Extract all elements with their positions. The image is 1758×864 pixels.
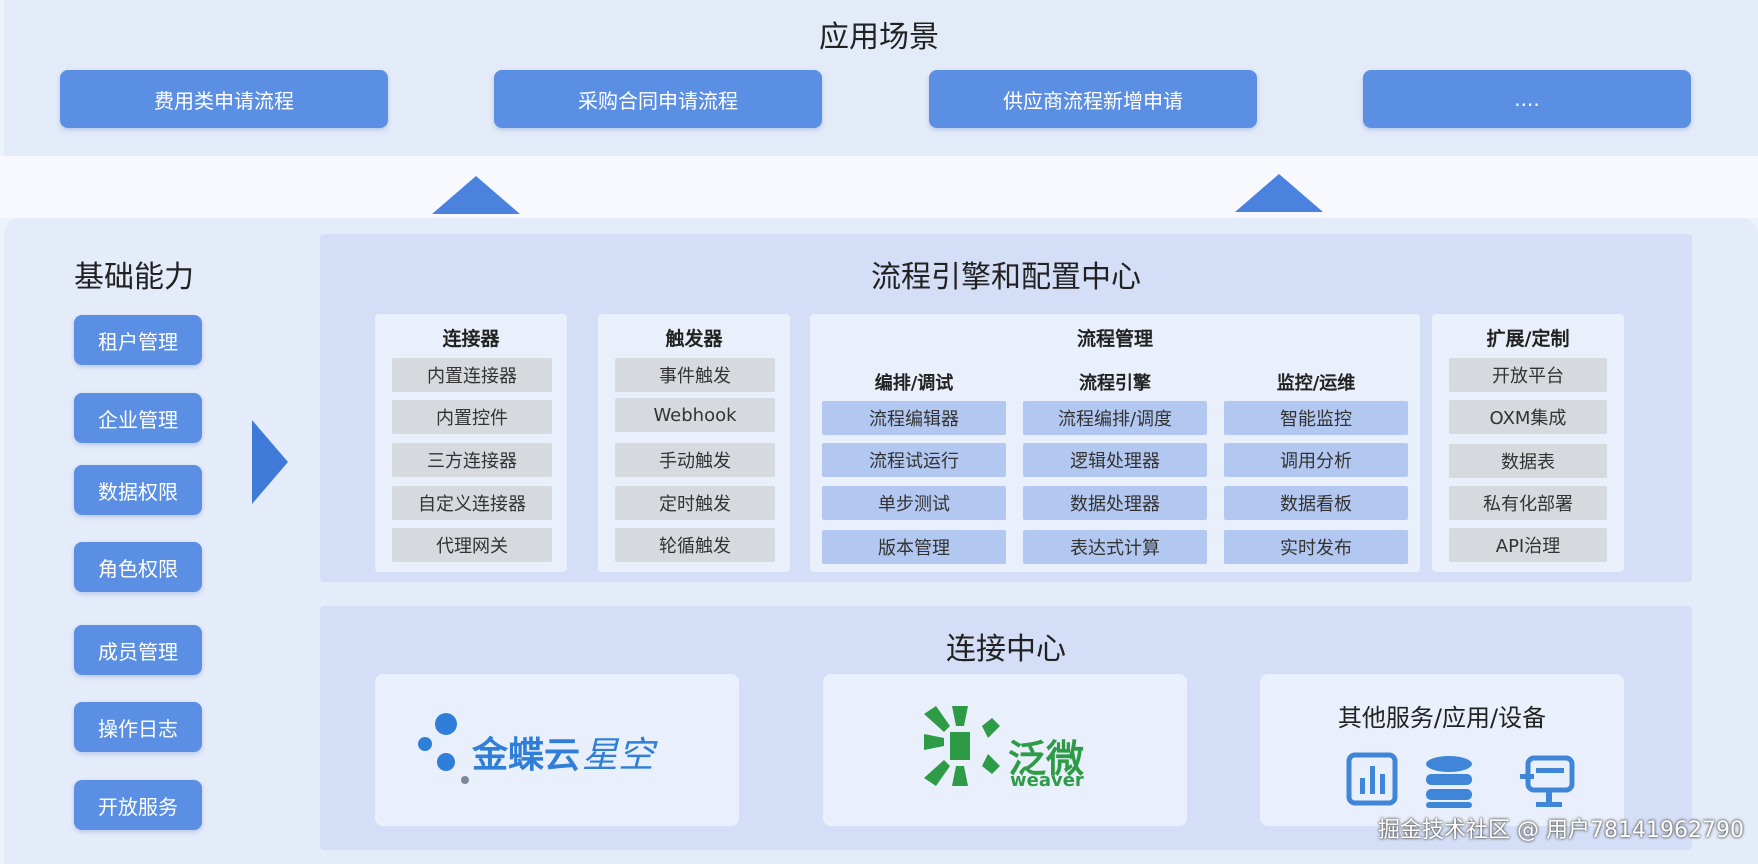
base-item[interactable]: 租户管理: [74, 315, 202, 365]
base-item[interactable]: 数据权限: [74, 465, 202, 515]
up-arrow-icon: [432, 176, 520, 214]
connector-item[interactable]: 三方连接器: [392, 443, 552, 477]
process-item[interactable]: 流程编辑器: [822, 401, 1006, 435]
trigger-title: 触发器: [665, 328, 723, 350]
process-group-title: 监控/运维: [1276, 373, 1356, 394]
process-item[interactable]: 表达式计算: [1023, 530, 1207, 564]
connector-item[interactable]: 内置控件: [392, 400, 552, 434]
base-title: 基础能力: [74, 260, 194, 295]
scenario-item[interactable]: 采购合同申请流程: [494, 70, 822, 128]
kingdee-name: 金蝶云: [472, 735, 581, 776]
connector-item[interactable]: 自定义连接器: [392, 486, 552, 520]
process-title: 流程管理: [1076, 328, 1153, 350]
extend-item[interactable]: API治理: [1449, 528, 1607, 562]
scenario-item[interactable]: 费用类申请流程: [60, 70, 388, 128]
process-item[interactable]: 智能监控: [1224, 401, 1408, 435]
connector-item[interactable]: 内置连接器: [392, 358, 552, 392]
up-arrow-icon: [1235, 174, 1323, 212]
base-item[interactable]: 成员管理: [74, 625, 202, 675]
other-card[interactable]: [1260, 674, 1624, 826]
process-item[interactable]: 单步测试: [822, 486, 1006, 520]
connector-title: 连接器: [442, 328, 500, 350]
weaver-name: 泛微: [1008, 737, 1085, 781]
kingdee-card[interactable]: [375, 674, 739, 826]
process-group-title: 流程引擎: [1079, 373, 1151, 394]
kingdee-logo-icon: [418, 713, 469, 784]
process-item[interactable]: 数据处理器: [1023, 486, 1207, 520]
trigger-item[interactable]: 定时触发: [615, 486, 775, 520]
watermark-text: 掘金技术社区 @ 用户78141962790: [1378, 818, 1744, 843]
weaver-logo-icon: [924, 706, 1000, 786]
scenario-item[interactable]: ....: [1363, 70, 1691, 128]
engine-title: 流程引擎和配置中心: [871, 260, 1141, 295]
process-item[interactable]: 数据看板: [1224, 486, 1408, 520]
extend-title: 扩展/定制: [1486, 328, 1570, 350]
trigger-item[interactable]: 事件触发: [615, 358, 775, 392]
base-item[interactable]: 操作日志: [74, 702, 202, 752]
scenario-item[interactable]: 供应商流程新增申请: [929, 70, 1257, 128]
process-item[interactable]: 版本管理: [822, 530, 1006, 564]
extend-item[interactable]: 私有化部署: [1449, 486, 1607, 520]
connect-title: 连接中心: [946, 632, 1066, 667]
base-item[interactable]: 企业管理: [74, 393, 202, 443]
other-title: 其他服务/应用/设备: [1337, 704, 1547, 732]
process-item[interactable]: 调用分析: [1224, 443, 1408, 477]
extend-item[interactable]: 开放平台: [1449, 358, 1607, 392]
right-arrow-icon: [252, 420, 288, 504]
weaver-sub: weaver: [1010, 770, 1084, 791]
process-item[interactable]: 流程编排/调度: [1023, 401, 1207, 435]
base-item[interactable]: 开放服务: [74, 780, 202, 830]
base-item[interactable]: 角色权限: [74, 542, 202, 592]
extend-item[interactable]: OXM集成: [1449, 400, 1607, 434]
process-item[interactable]: 流程试运行: [822, 443, 1006, 477]
scenario-title: 应用场景: [819, 20, 939, 55]
process-item[interactable]: 实时发布: [1224, 530, 1408, 564]
gap-band: [0, 156, 1758, 218]
device-icon: [1520, 755, 1575, 807]
chart-icon: [1346, 752, 1398, 806]
kingdee-sub: 星空: [582, 735, 655, 776]
trigger-item[interactable]: Webhook: [615, 398, 775, 432]
trigger-item[interactable]: 轮循触发: [615, 528, 775, 562]
connector-item[interactable]: 代理网关: [392, 528, 552, 562]
process-item[interactable]: 逻辑处理器: [1023, 443, 1207, 477]
weaver-card[interactable]: [823, 674, 1187, 826]
extend-item[interactable]: 数据表: [1449, 444, 1607, 478]
trigger-item[interactable]: 手动触发: [615, 443, 775, 477]
database-icon: [1426, 756, 1472, 808]
process-group-title: 编排/调试: [874, 373, 954, 394]
